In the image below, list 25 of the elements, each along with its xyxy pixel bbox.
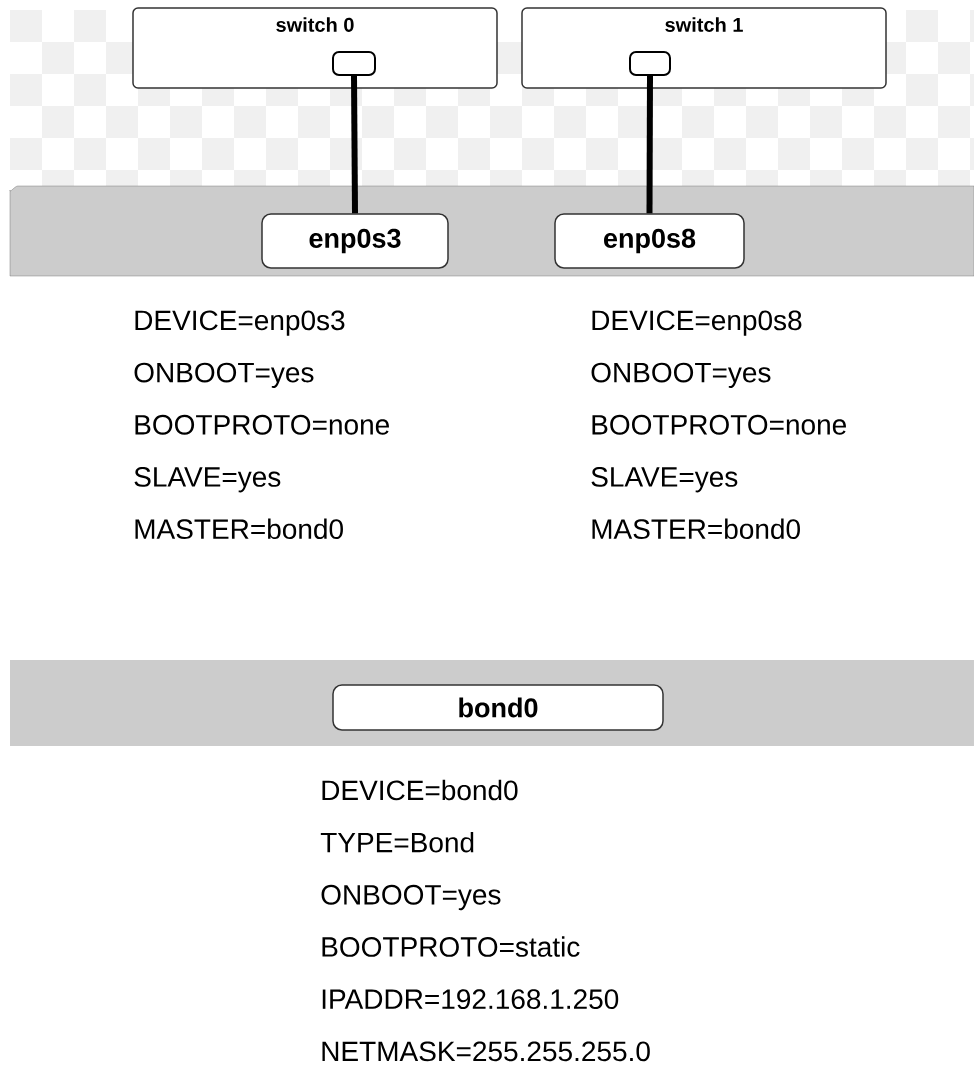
interface-box: enp0s8 xyxy=(554,213,745,269)
port-box xyxy=(629,51,671,76)
config-line: DEVICE=bond0 xyxy=(322,779,518,801)
config-line: BOOTPROTO=static xyxy=(322,936,580,957)
config-line: ONBOOT=yes xyxy=(134,362,314,388)
config-line: BOOTPROTO=none xyxy=(135,414,389,435)
config-line: ONBOOT=yes xyxy=(591,362,771,388)
config-line: ONBOOT=yes xyxy=(321,884,501,911)
switch-box: switch 1 xyxy=(521,7,887,89)
config-line: TYPE=Bond xyxy=(320,831,474,853)
interface-box: bond0 xyxy=(332,684,664,731)
cable-line xyxy=(646,76,653,214)
interface-box: enp0s3 xyxy=(261,213,449,269)
config-line: IPADDR=192.168.1.250 xyxy=(322,989,619,1010)
switch-box: switch 0 xyxy=(132,7,498,89)
config-line: NETMASK=255.255.255.0 xyxy=(322,1041,650,1062)
config-line: BOOTPROTO=none xyxy=(592,414,846,435)
config-line: DEVICE=enp0s8 xyxy=(592,310,802,336)
cable-line xyxy=(351,76,358,214)
config-line: SLAVE=yes xyxy=(591,467,738,493)
config-line: SLAVE=yes xyxy=(134,467,281,493)
config-line: MASTER=bond0 xyxy=(135,518,343,540)
config-line: MASTER=bond0 xyxy=(592,518,800,540)
port-box xyxy=(332,51,376,76)
config-line: DEVICE=enp0s3 xyxy=(135,310,345,336)
